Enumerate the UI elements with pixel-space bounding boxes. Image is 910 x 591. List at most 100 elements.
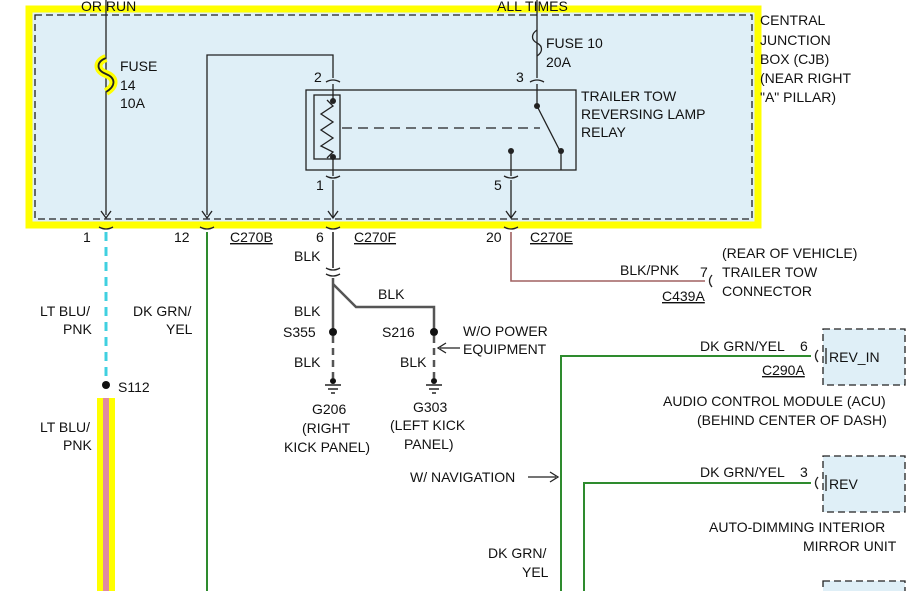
cjb-highlight	[25, 5, 762, 229]
g206-location-2: KICK PANEL)	[284, 439, 370, 455]
mirror-wire-label: DK GRN/YEL	[700, 464, 785, 480]
dk-grn-yel-label-a: DK GRN/	[133, 303, 191, 319]
cjb-label-3: BOX (CJB)	[760, 51, 829, 67]
lt-blu-pnk-label-2a: LT BLU/	[40, 419, 90, 435]
wo-power-label-2: EQUIPMENT	[463, 341, 547, 357]
fuse-14-label: FUSE	[120, 58, 157, 74]
c270e-pin20-connector	[503, 226, 519, 230]
acu-label-1: AUDIO CONTROL MODULE (ACU)	[663, 393, 886, 409]
relay-coil	[319, 99, 335, 159]
c270b-pin-12: 12	[174, 229, 190, 245]
g206-location-1: (RIGHT	[302, 420, 351, 436]
pin1-arrow	[100, 210, 112, 220]
lt-blu-pnk-wire-stripe	[103, 398, 109, 591]
c270b-pin1-connector	[98, 226, 114, 230]
mirror-label-2: MIRROR UNIT	[803, 538, 897, 554]
mirror-module-box	[822, 455, 906, 513]
pin20-arrow	[505, 210, 517, 220]
c270f-inline-connector-b	[325, 273, 341, 277]
fuse-10-label: FUSE 10	[546, 35, 603, 51]
relay-box	[305, 89, 577, 171]
relay-pin2-connector	[325, 79, 341, 83]
relay-pin-5: 5	[494, 177, 502, 193]
wo-power-arrow	[436, 342, 460, 354]
dk-grn-yel-label-b: YEL	[166, 321, 193, 337]
lt-blu-pnk-label-1b: PNK	[63, 321, 92, 337]
pin6-arrow	[327, 210, 339, 220]
g303-ground-icon	[426, 378, 442, 394]
or-run-label: OR RUN	[81, 0, 136, 14]
c270f-inline-connector-a	[325, 267, 341, 271]
s355-label: S355	[283, 324, 316, 340]
all-times-label: ALL TIMES	[497, 0, 568, 14]
cjb-label-4: (NEAR RIGHT	[760, 70, 851, 86]
wo-power-label-1: W/O POWER	[463, 323, 548, 339]
relay-pin-1: 1	[316, 177, 324, 193]
acu-wire-label: DK GRN/YEL	[700, 338, 785, 354]
c290a-connector	[814, 349, 819, 363]
blk-pnk-label: BLK/PNK	[620, 262, 680, 278]
partial-module-box	[822, 580, 906, 591]
cjb-boundary	[34, 14, 753, 220]
g303-location-2: PANEL)	[404, 436, 454, 452]
relay-pin-3: 3	[516, 69, 524, 85]
c290a-label: C290A	[762, 362, 805, 378]
c439a-connector	[708, 274, 713, 288]
relay-coil-box	[313, 94, 341, 160]
g206-label: G206	[312, 401, 346, 417]
dk-grn-yel-acu-wire	[560, 355, 811, 591]
cjb-label-5: "A" PILLAR)	[760, 89, 836, 105]
acu-label-2: (BEHIND CENTER OF DASH)	[697, 412, 887, 428]
relay-switch-blade	[536, 105, 561, 152]
cjb-label-1: CENTRAL	[760, 12, 826, 28]
relay-label-2: REVERSING LAMP	[581, 106, 705, 122]
trailer-label-1: TRAILER TOW	[722, 264, 818, 280]
g303-label: G303	[413, 399, 447, 415]
c270f-pin-6: 6	[316, 229, 324, 245]
g206-ground-icon	[325, 378, 341, 394]
relay-pin2-feed-wire	[206, 54, 334, 215]
cjb-label-2: JUNCTION	[760, 32, 831, 48]
dk-grn-yel-bottom-label-a: DK GRN/	[488, 545, 546, 561]
relay-coil-dot-top	[330, 98, 336, 104]
blk-label-s355-below: BLK	[294, 354, 321, 370]
fuse-10-rating: 20A	[546, 54, 572, 70]
mirror-connector	[814, 476, 819, 490]
acu-terminal: REV_IN	[829, 349, 880, 365]
trailer-pin: 7	[700, 264, 708, 280]
relay-pin3-connector	[529, 79, 545, 83]
mirror-pin: 3	[800, 464, 808, 480]
g303-location-1: (LEFT KICK	[390, 417, 466, 433]
w-navigation-arrow	[528, 471, 560, 483]
fuse-10-symbol	[531, 29, 543, 57]
mirror-label-1: AUTO-DIMMING INTERIOR	[709, 519, 885, 535]
c270f-pin6-connector	[325, 226, 341, 230]
relay-pin1-connector	[325, 175, 341, 179]
relay-pin-2: 2	[314, 69, 322, 85]
c439a-label: C439A	[662, 288, 705, 304]
blk-wire-branch	[332, 283, 436, 330]
acu-pin: 6	[800, 338, 808, 354]
c270f-label: C270F	[354, 229, 396, 245]
dk-grn-yel-bottom-label-b: YEL	[522, 564, 549, 580]
pin12-arrow	[201, 210, 213, 220]
dk-grn-yel-mirror-wire	[583, 482, 811, 591]
relay-coil-dot-bottom	[330, 154, 336, 160]
relay-pin5-connector	[503, 175, 519, 179]
trailer-location: (REAR OF VEHICLE)	[722, 245, 857, 261]
c270e-pin-20: 20	[486, 229, 502, 245]
s216-splice-dot	[430, 328, 438, 336]
s112-label: S112	[118, 379, 150, 395]
blk-label-branch: BLK	[378, 286, 405, 302]
c270b-pin12-connector	[199, 226, 215, 230]
c270e-label: C270E	[530, 229, 573, 245]
blk-label-s355: BLK	[294, 303, 321, 319]
lt-blu-pnk-label-1a: LT BLU/	[40, 303, 90, 319]
relay-label-1: TRAILER TOW	[581, 88, 677, 104]
blk-pnk-wire	[510, 232, 705, 282]
s355-splice-dot	[329, 328, 337, 336]
blk-label-top: BLK	[294, 248, 321, 264]
fuse-14-number: 14	[120, 77, 136, 93]
relay-label-3: RELAY	[581, 124, 627, 140]
